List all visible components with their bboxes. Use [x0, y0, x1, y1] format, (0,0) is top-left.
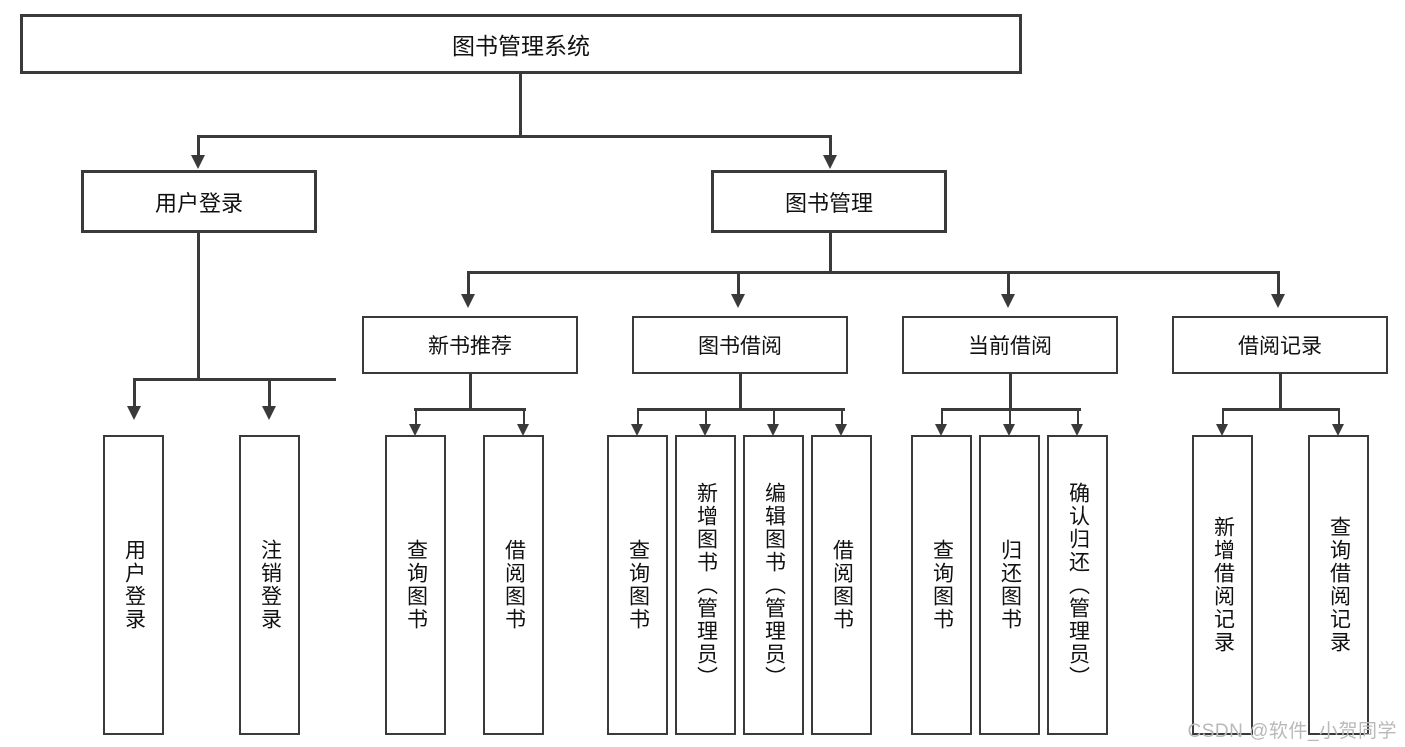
- connector-drop-return-book: [1009, 408, 1011, 426]
- leaf-query-book-2[interactable]: 查询图书: [607, 435, 668, 735]
- arrowhead-new-book-recommend: [461, 294, 475, 308]
- connector-level3-bus: [467, 271, 1280, 274]
- arrowhead-leaf-user-login: [127, 406, 141, 420]
- leaf-add-book[interactable]: 新增图书（管理员）: [675, 435, 736, 735]
- leaf-label: 新增图书（管理员）: [694, 481, 718, 689]
- connector-drop-leaf-user-login: [133, 378, 136, 408]
- connector-drop-new-book-recommend: [467, 271, 470, 297]
- node-label: 当前借阅: [968, 335, 1052, 358]
- leaf-label: 确认归还（管理员）: [1066, 481, 1090, 689]
- leaf-edit-book[interactable]: 编辑图书（管理员）: [743, 435, 804, 735]
- leaf-label: 借阅图书: [502, 539, 526, 631]
- arrowhead-add-book: [699, 424, 711, 436]
- node-label: 图书借阅: [698, 335, 782, 358]
- arrowhead-borrow-book-2: [835, 424, 847, 436]
- node-label: 图书管理: [784, 190, 873, 216]
- leaf-label: 用户登录: [122, 539, 146, 631]
- arrowhead-confirm-return: [1071, 424, 1083, 436]
- leaf-logout-login[interactable]: 注销登录: [239, 435, 300, 735]
- connector-drop-leaf-logout-login: [268, 378, 271, 408]
- arrowhead-book-management: [823, 155, 837, 169]
- arrowhead-query-book-1: [409, 424, 421, 436]
- leaf-label: 查询图书: [404, 539, 428, 631]
- connector-root-stem: [519, 74, 522, 137]
- leaf-label: 归还图书: [998, 539, 1022, 631]
- leaf-borrow-book-2[interactable]: 借阅图书: [811, 435, 872, 735]
- connector-user-login-stem: [197, 233, 200, 380]
- connector-book-management-stem: [829, 233, 832, 273]
- connector-borrow-record-stem: [1279, 374, 1282, 410]
- node-current-borrow[interactable]: 当前借阅: [902, 316, 1118, 374]
- leaf-user-login[interactable]: 用户登录: [103, 435, 164, 735]
- arrowhead-borrow-record: [1271, 294, 1285, 308]
- arrowhead-edit-book: [767, 424, 779, 436]
- leaf-query-book-3[interactable]: 查询图书: [911, 435, 972, 735]
- connector-drop-book-borrow: [737, 271, 740, 297]
- node-label: 借阅记录: [1238, 335, 1322, 358]
- connector-drop-add-record: [1222, 408, 1224, 426]
- connector-user-login-bus: [133, 378, 336, 381]
- connector-new-book-recommend-bus: [414, 408, 526, 411]
- node-new-book-recommend[interactable]: 新书推荐: [362, 316, 578, 374]
- connector-drop-query-book-3: [941, 408, 943, 426]
- node-user-login[interactable]: 用户登录: [81, 170, 317, 233]
- connector-drop-borrow-record: [1277, 271, 1280, 297]
- leaf-label: 编辑图书（管理员）: [762, 481, 786, 689]
- leaf-return-book[interactable]: 归还图书: [979, 435, 1040, 735]
- arrowhead-return-book: [1003, 424, 1015, 436]
- node-label: 用户登录: [154, 190, 243, 216]
- leaf-confirm-return[interactable]: 确认归还（管理员）: [1047, 435, 1108, 735]
- arrowhead-leaf-logout-login: [262, 406, 276, 420]
- arrowhead-borrow-book-1: [517, 424, 529, 436]
- connector-drop-book-management: [829, 135, 832, 157]
- connector-drop-edit-book: [773, 408, 775, 426]
- arrowhead-book-borrow: [731, 294, 745, 308]
- leaf-borrow-book-1[interactable]: 借阅图书: [483, 435, 544, 735]
- connector-drop-query-book-2: [637, 408, 639, 426]
- arrowhead-query-book-2: [631, 424, 643, 436]
- leaf-label: 查询图书: [930, 539, 954, 631]
- connector-drop-current-borrow: [1007, 271, 1010, 297]
- connector-book-borrow-stem: [739, 374, 742, 410]
- connector-drop-add-book: [705, 408, 707, 426]
- node-label: 新书推荐: [428, 335, 512, 358]
- connector-drop-confirm-return: [1077, 408, 1079, 426]
- arrowhead-add-record: [1216, 424, 1228, 436]
- connector-current-borrow-stem: [1009, 374, 1012, 410]
- watermark: CSDN @软件_小贺同学: [1187, 721, 1397, 742]
- connector-drop-user-login: [197, 135, 200, 157]
- connector-borrow-record-bus: [1222, 408, 1340, 411]
- leaf-label: 新增借阅记录: [1211, 516, 1235, 654]
- node-book-borrow[interactable]: 图书借阅: [632, 316, 848, 374]
- node-book-management-system[interactable]: 图书管理系统: [20, 14, 1022, 74]
- node-borrow-record[interactable]: 借阅记录: [1172, 316, 1388, 374]
- leaf-label: 借阅图书: [830, 539, 854, 631]
- connector-drop-query-book-1: [415, 408, 417, 426]
- node-label: 图书管理系统: [452, 33, 590, 59]
- arrowhead-query-book-3: [935, 424, 947, 436]
- leaf-label: 查询图书: [626, 539, 650, 631]
- leaf-label: 查询借阅记录: [1327, 516, 1351, 654]
- connector-root-bus: [197, 135, 832, 138]
- connector-book-borrow-bus: [637, 408, 845, 411]
- arrowhead-user-login: [191, 155, 205, 169]
- connector-current-borrow-bus: [941, 408, 1081, 411]
- connector-drop-borrow-book-1: [523, 408, 525, 426]
- leaf-query-book-1[interactable]: 查询图书: [385, 435, 446, 735]
- arrowhead-query-record: [1332, 424, 1344, 436]
- leaf-label: 注销登录: [258, 539, 282, 631]
- connector-new-book-recommend-stem: [469, 374, 472, 410]
- connector-drop-borrow-book-2: [841, 408, 843, 426]
- connector-drop-query-record: [1338, 408, 1340, 426]
- arrowhead-current-borrow: [1001, 294, 1015, 308]
- leaf-query-record[interactable]: 查询借阅记录: [1308, 435, 1369, 735]
- node-book-management[interactable]: 图书管理: [711, 170, 947, 233]
- leaf-add-record[interactable]: 新增借阅记录: [1192, 435, 1253, 735]
